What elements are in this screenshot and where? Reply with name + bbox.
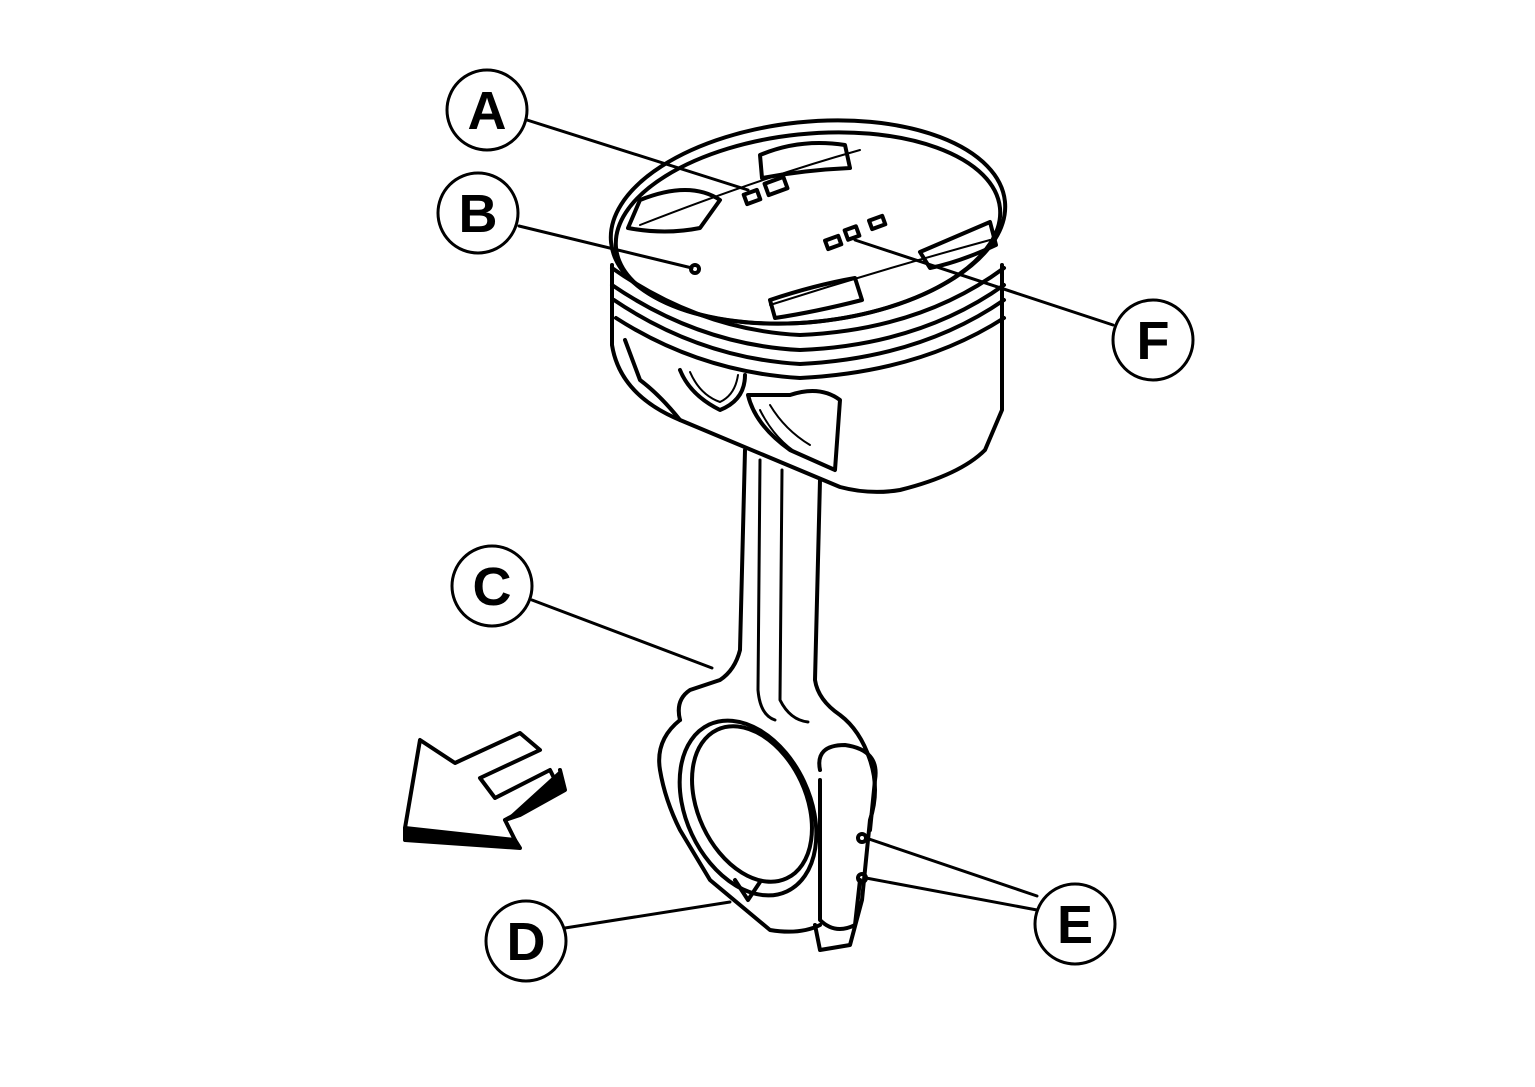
callout-label-e: E bbox=[1057, 895, 1093, 955]
leader-f bbox=[853, 238, 1115, 327]
leader-lines bbox=[517, 118, 1115, 930]
leader-a bbox=[525, 118, 750, 192]
callout-label-d: D bbox=[507, 912, 546, 972]
callout-circle-f bbox=[1111, 298, 1195, 382]
leader-e-1 bbox=[864, 836, 1039, 898]
callout-label-c: C bbox=[473, 557, 512, 617]
callout-circle-b bbox=[436, 171, 520, 255]
leader-e-2 bbox=[864, 876, 1039, 912]
callouts bbox=[436, 68, 1195, 983]
callout-label-a: A bbox=[468, 81, 507, 141]
callout-circle-c bbox=[450, 544, 534, 628]
callout-label-f: F bbox=[1137, 311, 1170, 371]
leader-c bbox=[530, 598, 714, 670]
connecting-rod bbox=[657, 448, 878, 952]
leader-d bbox=[563, 900, 732, 930]
front-direction-arrow bbox=[403, 731, 567, 850]
callout-label-b: B bbox=[459, 184, 498, 244]
callout-circle-d bbox=[484, 899, 568, 983]
piston bbox=[608, 118, 1008, 494]
leader-b bbox=[517, 224, 694, 270]
callout-circle-a bbox=[445, 68, 529, 152]
callout-circle-e bbox=[1033, 882, 1117, 966]
